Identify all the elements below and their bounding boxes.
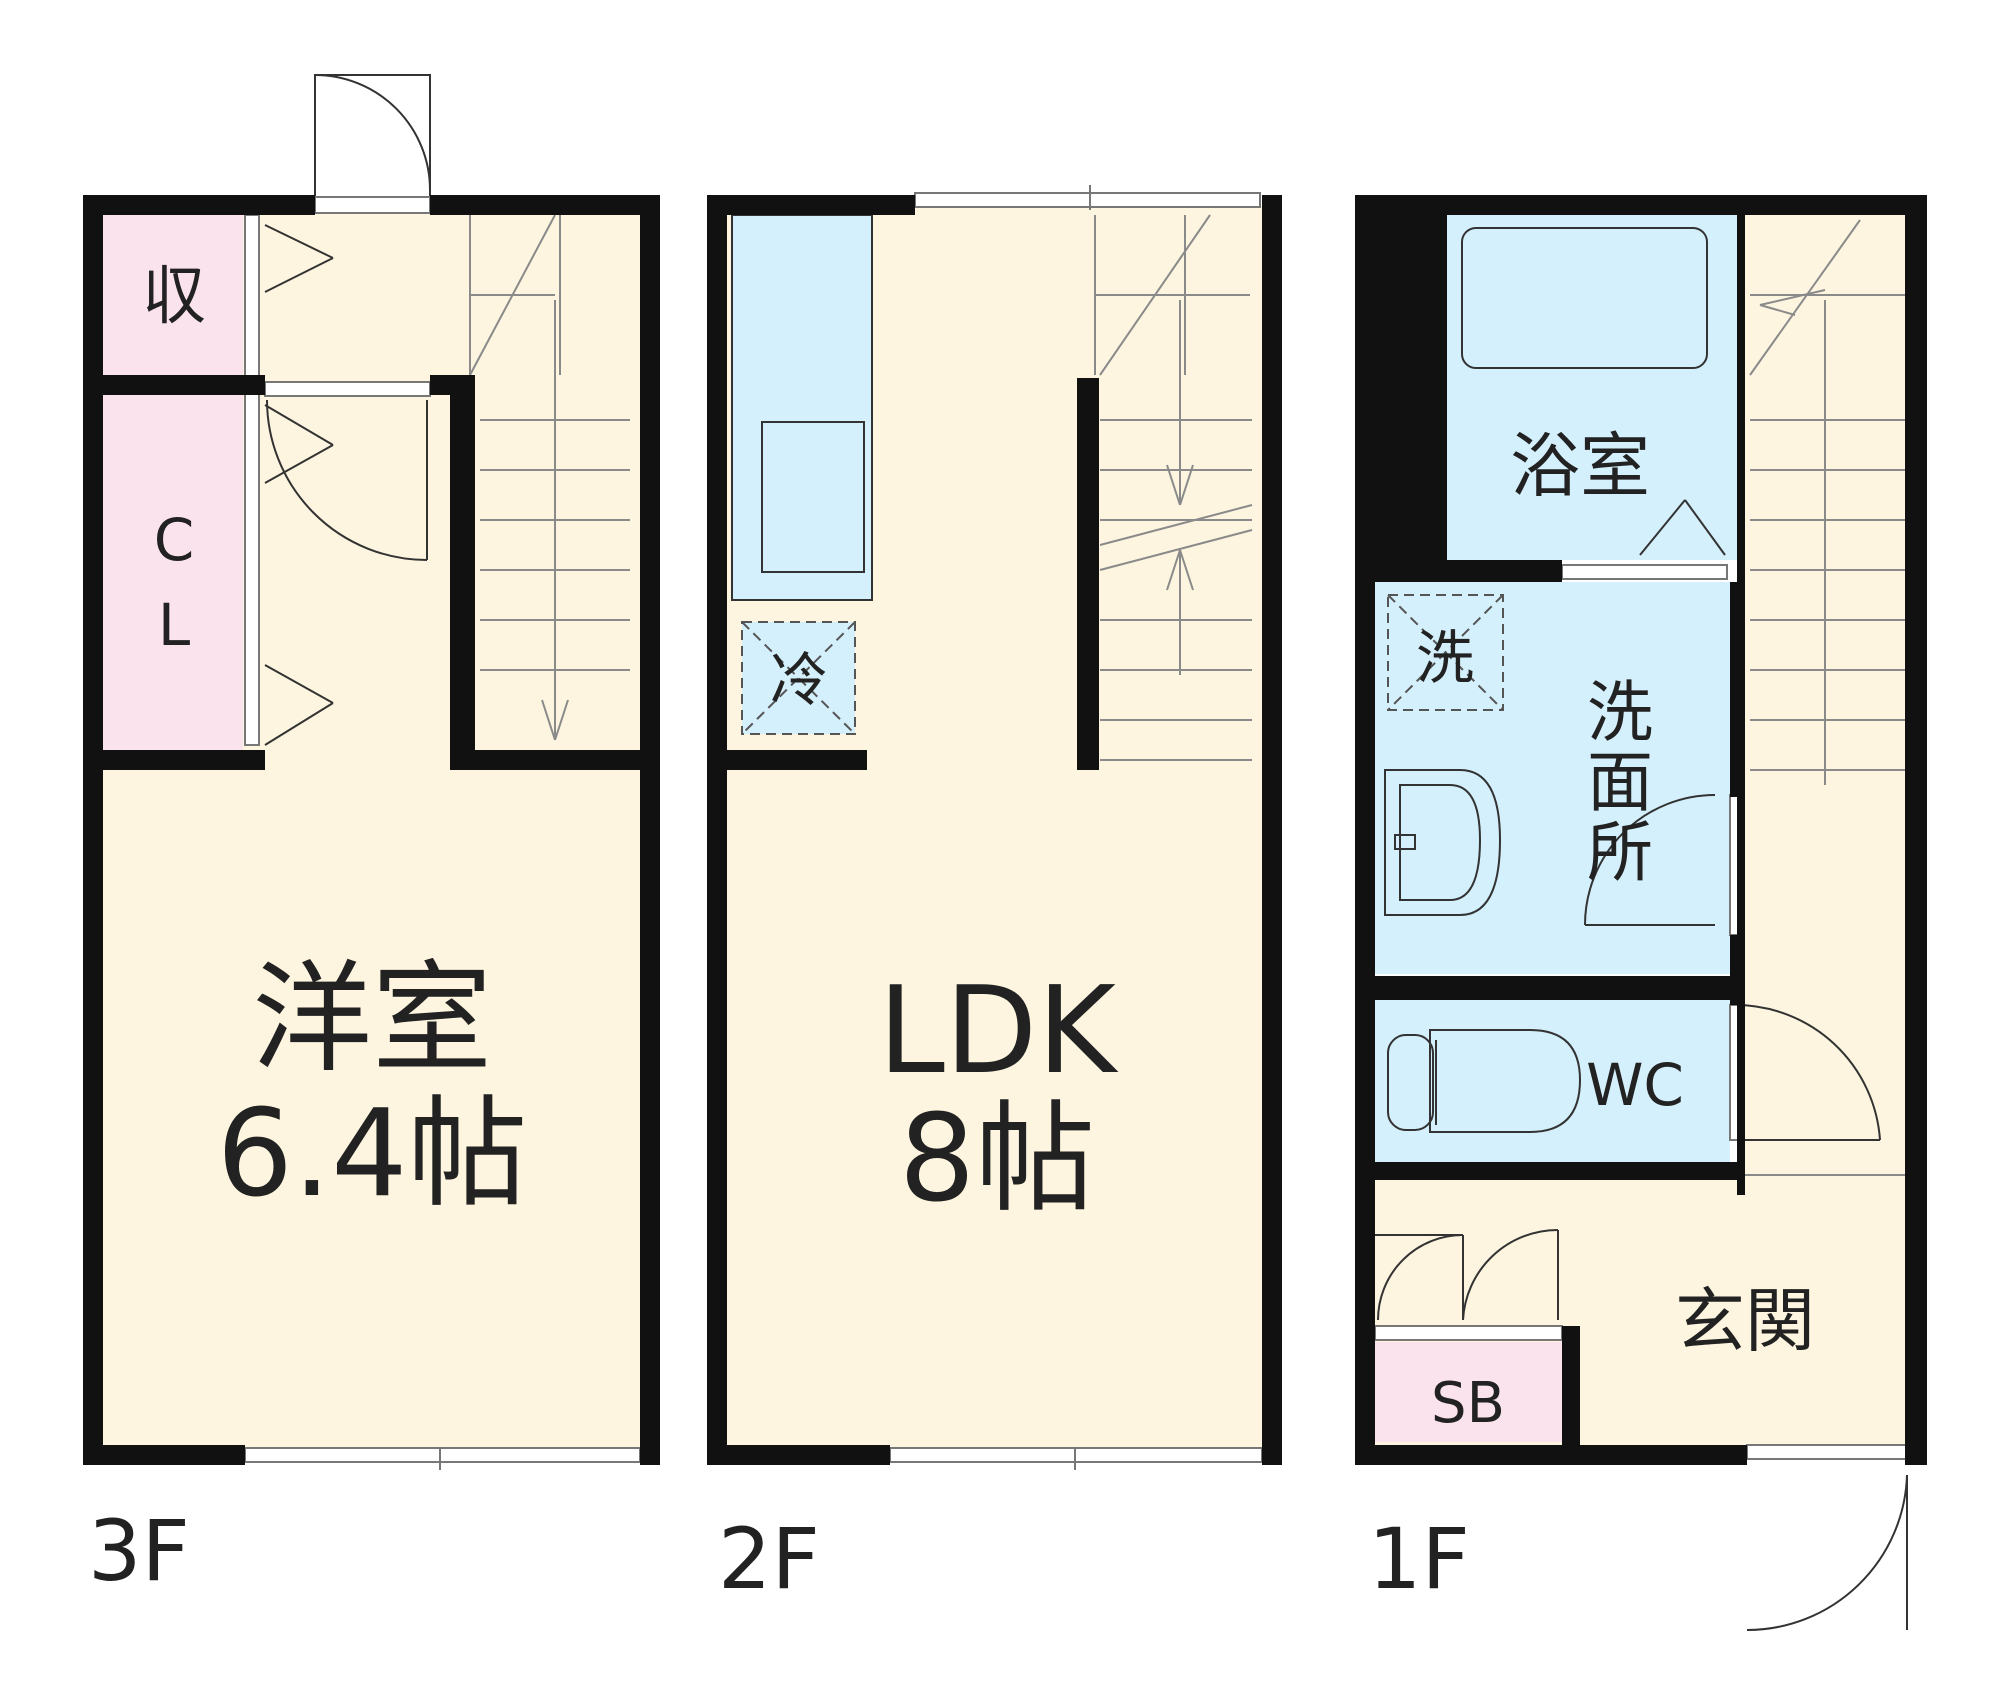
toilet-area [1375, 1000, 1730, 1162]
fridge-label: 冷 [770, 646, 828, 714]
walls-2f [707, 195, 1282, 1465]
floor-1f: 浴室 洗 洗 面 所 WC 玄関 SB 1F [1355, 195, 1927, 1631]
toilet-label: WC [1586, 1051, 1684, 1119]
storage-area [103, 215, 243, 375]
washroom-label-1: 洗 [1587, 674, 1653, 751]
toilet-bowl [1429, 1029, 1582, 1133]
door-swings-3f [264, 74, 431, 746]
floor-label-3f: 3F [88, 1502, 190, 1600]
bathroom-label: 浴室 [1510, 425, 1650, 507]
western-room-size: 6.4帖 [217, 1085, 528, 1224]
sink [761, 421, 865, 573]
shoe-box-area [1375, 1342, 1562, 1442]
staircase-2f [1094, 214, 1253, 761]
closet-label-c: C [154, 506, 195, 574]
floor-label-2f: 2F [718, 1510, 820, 1608]
closet-label-l: L [158, 591, 190, 659]
staircase-1f [1745, 219, 1905, 1176]
walls-1f [1355, 195, 1927, 1465]
ldk-room-size: 8帖 [899, 1090, 1095, 1229]
storage-label: 収 [142, 260, 206, 334]
floor-label-1f: 1F [1368, 1510, 1470, 1608]
washbasin [1384, 769, 1502, 916]
floor-2f: 冷 LDK 8帖 2F [707, 185, 1282, 1608]
washer-label: 洗 [1416, 624, 1474, 692]
shoe-box-label: SB [1431, 1371, 1505, 1436]
walls-3f [83, 195, 660, 1465]
ldk-room-name: LDK [878, 962, 1119, 1101]
staircase-3f [469, 214, 630, 741]
floor-3f: 収 C L 洋室 6.4帖 3F [83, 74, 660, 1600]
entrance-label: 玄関 [1675, 1280, 1815, 1362]
washroom-label-3: 所 [1587, 814, 1653, 891]
windows-3f [244, 196, 641, 1470]
closet-area [103, 395, 243, 750]
western-room-name: 洋室 [252, 950, 492, 1089]
bathtub [1461, 227, 1708, 369]
fixtures-1f [1375, 499, 1908, 1631]
washroom-label-2: 面 [1587, 744, 1653, 821]
